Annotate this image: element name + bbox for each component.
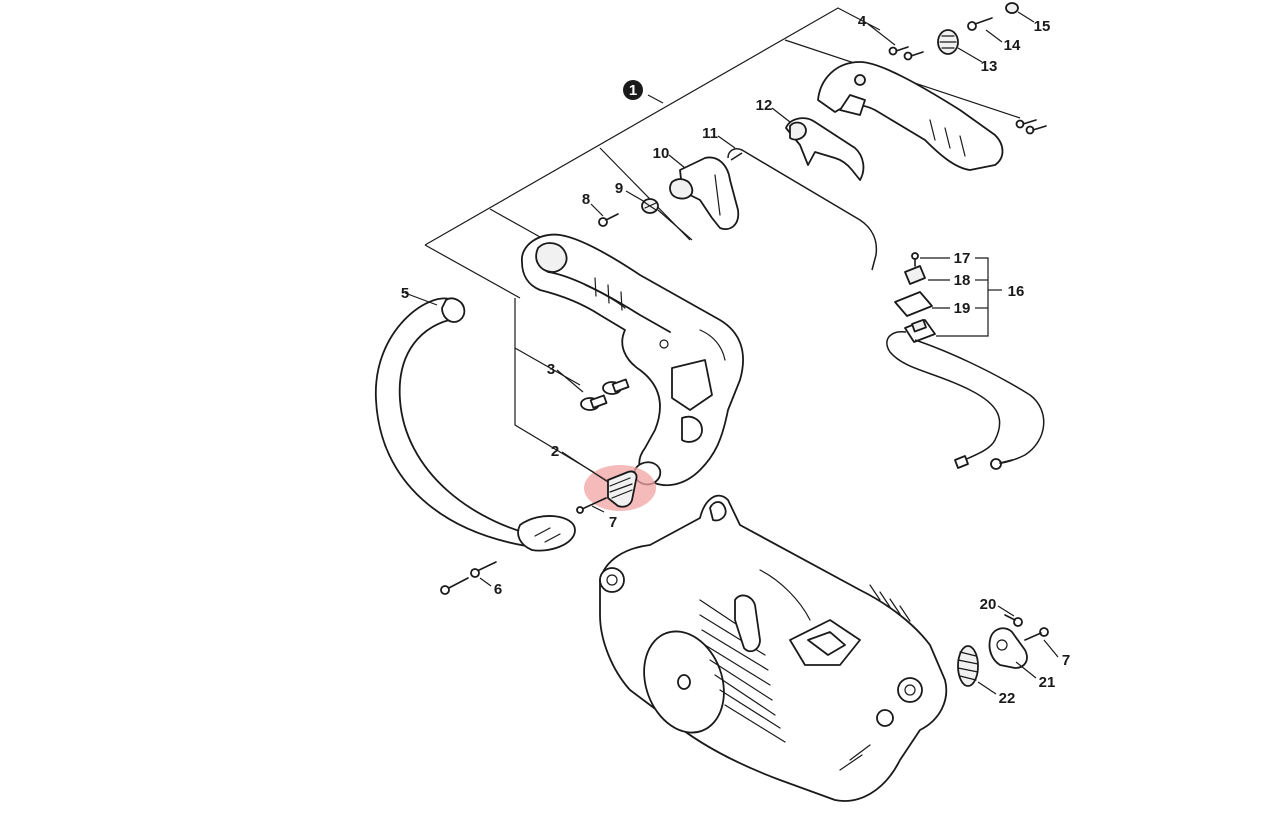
callout-15: 15: [1034, 18, 1051, 35]
callout-4: 4: [858, 13, 867, 30]
part-20-screw[interactable]: [1004, 614, 1023, 627]
callout-5: 5: [401, 285, 409, 302]
part-7-screw-right[interactable]: [1024, 627, 1049, 641]
callout-13: 13: [981, 58, 998, 75]
callout-6: 6: [494, 581, 502, 598]
part-5-handlebar[interactable]: [375, 297, 576, 552]
part-13-nut[interactable]: [937, 29, 959, 55]
part-2-rear-handle[interactable]: [521, 233, 744, 487]
part-21-plate[interactable]: [988, 627, 1028, 669]
callout-17: 17: [954, 250, 971, 267]
part-6-screws[interactable]: [440, 561, 497, 595]
part-4-handle-cover[interactable]: [817, 46, 1047, 171]
callout-3: 3: [547, 361, 555, 378]
callout-20: 20: [980, 596, 997, 613]
callout-19: 19: [954, 300, 971, 317]
callout-10: 10: [653, 145, 670, 162]
callout-11: 11: [702, 125, 718, 142]
part-3-screws[interactable]: [580, 378, 630, 411]
part-8-screw[interactable]: [598, 213, 619, 227]
part-9-spring[interactable]: [641, 198, 693, 241]
part-11-rod[interactable]: [727, 148, 878, 271]
callout-9: 9: [615, 180, 623, 197]
callout-1-badge: [623, 80, 643, 100]
callout-2: 2: [551, 443, 559, 460]
part-12-throttle-trigger[interactable]: [785, 117, 865, 181]
callout-7-left: 7: [609, 514, 617, 531]
callout-1: 1: [629, 82, 637, 99]
callout-21: 21: [1039, 674, 1056, 691]
part-7-spring-highlighted[interactable]: [576, 465, 656, 514]
callout-12: 12: [756, 97, 773, 114]
part-14-screw[interactable]: [967, 17, 993, 31]
part-10-interlock-lever[interactable]: [669, 156, 740, 230]
part-22-spring[interactable]: [957, 645, 979, 687]
crankcase-housing[interactable]: [599, 494, 948, 802]
callout-18: 18: [954, 272, 971, 289]
callout-7-right: 7: [1062, 652, 1070, 669]
callout-14: 14: [1004, 37, 1021, 54]
callout-16: 16: [1008, 283, 1025, 300]
callout-8: 8: [582, 191, 590, 208]
part-16-switch-assembly[interactable]: [886, 252, 1045, 470]
part-15-washer[interactable]: [1005, 2, 1019, 14]
callout-leaders: [404, 11, 1059, 695]
callout-22: 22: [999, 690, 1016, 707]
callout-labels: 1 2 3 4 5 6 7 7 8 9 10 11 12 13 14 15 16…: [401, 13, 1070, 707]
